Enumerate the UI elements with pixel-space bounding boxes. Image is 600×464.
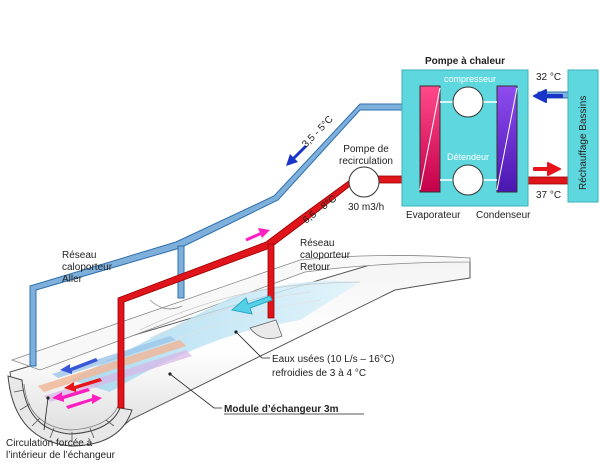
condenser-label: Condenseur [476,210,531,221]
flow-arrows-exchanger-icon [52,358,102,409]
cold-riser-pipe [177,245,185,299]
hot-line-label-1: Réseau [300,238,334,249]
evaporator-label: Evaporateur [406,210,461,221]
pool-outlet-temp: 37 °C [536,190,561,201]
leader-lines [43,331,270,431]
cold-line-label-2: caloporteur [62,262,113,273]
evaporator-diagonal [419,87,441,191]
cold-line-label-1: Réseau [62,250,96,261]
pump-label-line1: Pompe de [343,144,389,155]
module-joint [249,319,283,340]
wastewater-ripple [159,299,321,347]
exchanger-cross-section [7,375,133,447]
cold-line-temp: 3,5 - 5°C [300,114,335,150]
cross-section-ribs [13,389,115,442]
flow-arrow-wastewater-icon [230,295,273,315]
cold-line-label-3: Aller [62,274,83,285]
leader-dot [168,372,172,376]
circulation-label-1: Circulation forcée à [6,438,93,449]
pool-heating-label: Réchauffage Bassins [578,96,589,190]
wastewater-surface [139,281,361,331]
module-label: Module d’échangeur 3m [224,404,339,415]
wastewater-ripple [149,291,311,339]
compressor-label: compresseur [444,74,496,84]
module-joint [149,299,183,310]
exchanger-module [7,255,471,447]
expansion-valve-icon [452,164,484,196]
leader-dot [234,330,238,334]
hot-riser-pipe [267,243,275,319]
flow-arrow-cold-line-icon [286,144,308,166]
exchanger-plate [38,340,186,392]
condenser-diagonal [496,87,518,191]
compressor-icon [452,86,484,118]
wastewater-label-2: refroidies de 3 à 4 °C [272,368,366,379]
flow-arrow-blue-icon [533,89,563,103]
pump-flow-rate: 30 m3/h [348,202,384,213]
hot-line-temp: 6,5 - 8°C [301,193,339,226]
wastewater-label-1: Eaux usées (10 L/s – 16°C) [272,354,394,365]
hot-line-label-3: Retour [300,262,331,273]
hot-line-label-2: caloporteur [300,250,351,261]
flow-arrow-red-icon [533,162,561,176]
circulation-label-2: l’intérieur de l’échangeur [6,450,116,461]
heat-pump [401,69,529,207]
hot-pump-to-hp-pipe [377,175,403,184]
leader-dot [46,396,50,400]
sewer-pipe-cover [10,255,471,371]
pool-heating-box [567,69,599,203]
exchanger-plate [52,336,176,378]
recirculation-pump-icon [348,166,380,198]
pool-inlet-temp: 32 °C [536,72,561,83]
pump-label-line2: recirculation [339,156,393,167]
expansion-valve-label: Détendeur [447,152,489,162]
heat-pump-title: Pompe à chaleur [425,56,505,67]
flow-arrow-hot-line-icon [245,228,270,242]
